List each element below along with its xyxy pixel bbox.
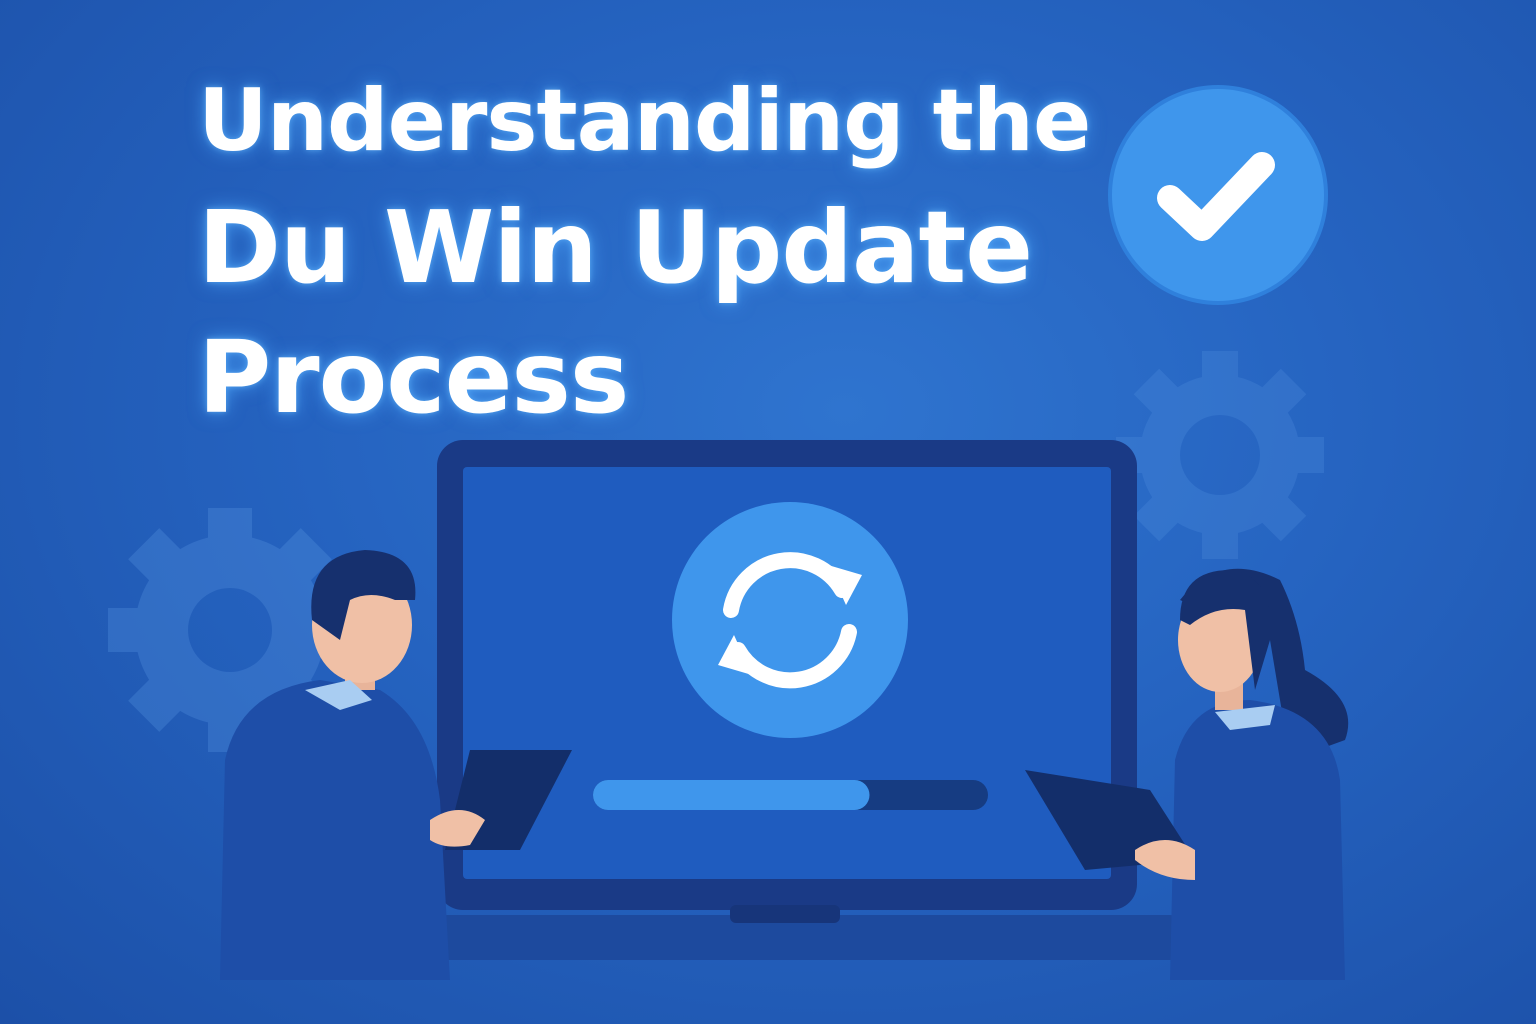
sync-icon xyxy=(723,552,857,689)
page-title: Understanding the Du Win Update Process xyxy=(198,71,1091,436)
checkmark-badge xyxy=(1108,85,1328,305)
progress-fill xyxy=(593,780,870,810)
progress-bar xyxy=(593,780,988,810)
title-line-3: Process xyxy=(198,319,629,436)
sync-badge xyxy=(672,502,908,738)
person-man xyxy=(220,550,572,980)
gear-icon xyxy=(1116,351,1324,559)
person-woman xyxy=(1025,568,1349,980)
checkmark-icon xyxy=(1157,152,1275,241)
title-line-2: Du Win Update xyxy=(198,189,1033,306)
title-line-1: Understanding the xyxy=(198,71,1091,171)
